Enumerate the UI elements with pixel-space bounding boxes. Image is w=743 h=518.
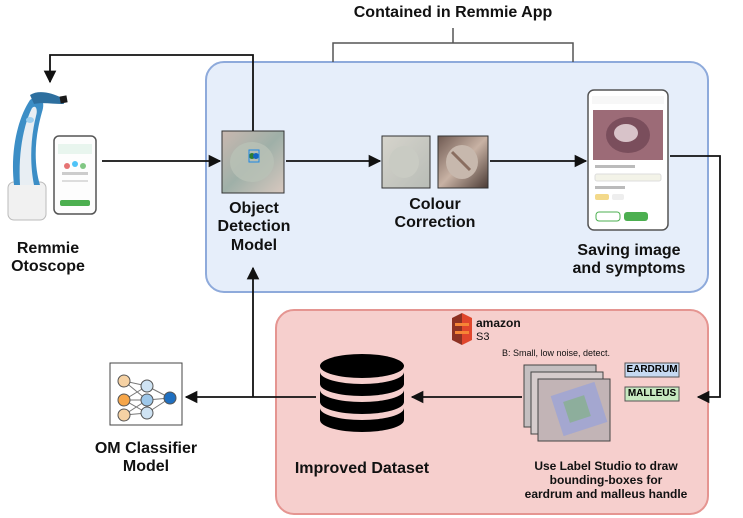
malleus-tag-bg [624,386,680,402]
app-title: Contained in Remmie App [353,4,553,21]
otoscope-label-line1: Remmie [16,240,80,257]
s3-label: S3 [476,330,490,343]
dataset-label: Improved Dataset [294,460,430,477]
object-detection-image [221,130,285,194]
saving-phone-image [587,89,669,231]
neural-network-icon [109,362,183,426]
classifier-label-line2: Model [122,458,170,476]
labelstudio-label: Use Label Studio to draw bounding-boxes … [506,459,706,501]
labelstudio-label-line3: eardrum and malleus handle [524,486,688,501]
label-studio-images [523,364,611,442]
labelstudio-caption: B: Small, low noise, detect. [502,348,611,358]
labelstudio-label-line1: Use Label Studio to draw [534,459,678,473]
labelstudio-label-line2: bounding-boxes for [549,472,663,487]
otoscope-label: Remmie Otoscope [0,240,96,277]
eardrum-tag: EARDRUM [626,364,678,375]
malleus-tag: MALLEUS [627,388,677,399]
amazon-s3-label: amazon S3 [476,316,536,343]
otoscope-label-line2: Otoscope [11,258,85,276]
saving-label-line1: Saving image [577,242,681,259]
app-bracket [332,28,574,62]
arrow-detection-feedback-to-otoscope [43,54,254,131]
detection-label-line3: Model [230,236,278,254]
classifier-label-line1: OM Classifier [94,440,198,457]
saving-label: Saving image and symptoms [556,242,702,279]
colour-correction-after-image [437,135,489,189]
detection-label: Object Detection Model [200,200,308,255]
otoscope-icon [7,92,68,221]
colour-label-line1: Colour [409,196,461,213]
colour-correction-before-image [381,135,431,189]
database-icon [320,354,404,432]
amazon-s3-icon [452,313,472,345]
colour-label-line2: Correction [394,214,476,232]
amazon-label: amazon [476,316,521,330]
detection-label-line1: Object [229,200,279,217]
saving-label-line2: and symptoms [572,260,686,278]
eardrum-tag-bg [624,362,680,378]
phone-app-icon [53,135,97,215]
detection-label-line2: Detection [217,218,291,236]
arrow-saving-to-labelstudio [670,155,721,404]
colour-label: Colour Correction [372,196,498,233]
classifier-label: OM Classifier Model [78,440,214,477]
